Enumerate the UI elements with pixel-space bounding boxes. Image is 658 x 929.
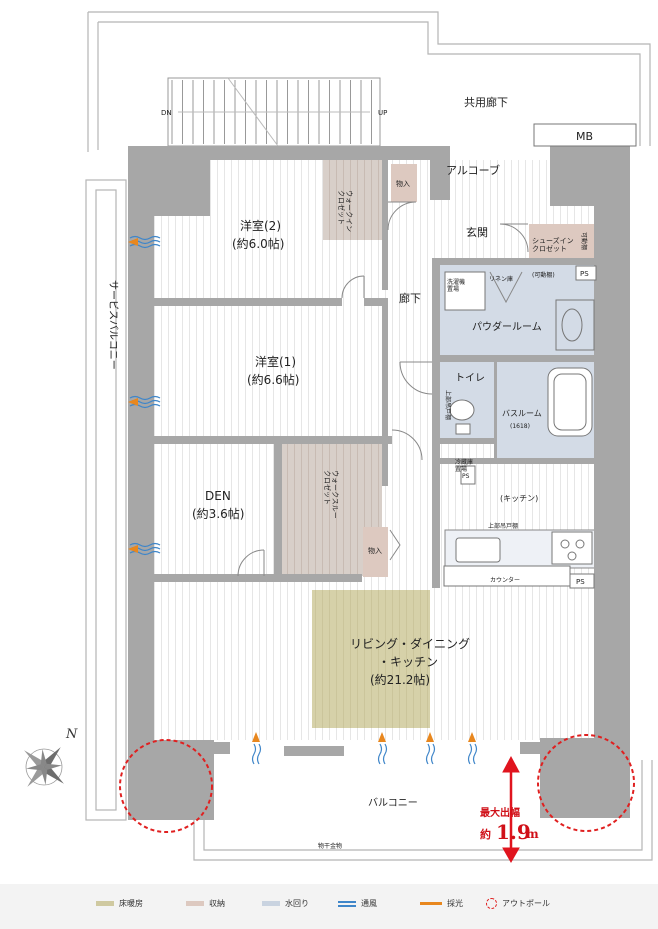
ps-label-2: PS: [462, 473, 470, 480]
bath-size-label: (1618): [510, 423, 530, 430]
stairs-up-label: UP: [378, 109, 387, 117]
western-room-2-name: 洋室(2): [240, 218, 281, 233]
legend-label: 通風: [361, 899, 377, 908]
legend-item: アウトポール: [486, 898, 550, 909]
ventilation-markers: [128, 235, 478, 765]
kitchen-label: (キッチン): [500, 494, 538, 503]
legend-label: 床暖房: [119, 899, 143, 908]
legend-label: 水回り: [285, 899, 309, 908]
legend-item: 床暖房: [96, 898, 143, 909]
bathroom-label: バスルーム: [502, 409, 542, 418]
stairs-down-label: DN: [161, 109, 172, 117]
alcove-label: アルコーブ: [446, 163, 500, 177]
ps-box-2: [460, 465, 476, 485]
legend-swatch: [262, 901, 280, 906]
legend-label: 採光: [447, 899, 463, 908]
powder-room-label: パウダールーム: [472, 320, 542, 333]
fixtures: [443, 271, 595, 587]
outpole-circle-right: [537, 734, 635, 832]
toilet-label: トイレ: [455, 373, 485, 384]
den-name: DEN: [205, 489, 231, 503]
movable-shelf-h-label: (可動棚): [532, 271, 555, 279]
floor-plan: DN UP: [24, 11, 653, 864]
legend-item: 水回り: [262, 898, 309, 909]
legend-label: アウトポール: [502, 899, 550, 908]
balcony-depth-prefix: 約: [480, 827, 491, 841]
den-size: (約3.6帖): [192, 506, 244, 521]
laundry-rail-label: 物干金物: [318, 842, 342, 850]
service-balcony-label: サービスバルコニー: [107, 280, 119, 370]
legend-item: 収納: [186, 898, 225, 909]
ps-label-1: PS: [580, 270, 589, 278]
ps-label-3: PS: [576, 578, 585, 586]
compass-north-label: N: [65, 727, 78, 742]
ventilation-wave-icon: [128, 395, 161, 409]
outpole-circle-left: [119, 739, 213, 833]
counter-label: カウンター: [490, 576, 520, 584]
shoes-closet-label: シューズインクロゼット: [532, 236, 574, 253]
floor-heating-area: [312, 590, 430, 728]
washer-label: 洗濯機置場: [447, 278, 465, 293]
legend-swatch: [96, 901, 114, 906]
exterior-outline: [85, 11, 653, 861]
ldk-sub: ・キッチン: [378, 655, 438, 669]
ldk-name: リビング・ダイニング: [350, 636, 470, 651]
western-room-1-size: (約6.6帖): [247, 372, 299, 387]
ventilation-wave-icon: [251, 732, 262, 765]
ps-box-3: [569, 573, 595, 589]
western-room-1-name: 洋室(1): [255, 354, 296, 369]
storage-top: [391, 164, 417, 202]
entrance-label: 玄関: [466, 225, 488, 239]
legend-item: 通風: [338, 898, 377, 909]
walk-in-closet: [323, 160, 383, 240]
fridge-label: 冷蔵庫置場: [455, 458, 473, 473]
storage-top-label: 物入: [396, 179, 410, 188]
ventilation-wave-icon: [425, 732, 436, 765]
legend-label: 収納: [209, 899, 225, 908]
balcony-depth-arrow: [502, 755, 520, 864]
western-room-2-size: (約6.0帖): [232, 236, 284, 251]
ventilation-wave-icon: [128, 235, 161, 249]
common-corridor-label: 共用廊下: [464, 95, 508, 109]
ldk-size: (約21.2帖): [370, 672, 430, 687]
upper-cabinet-label: 上部吊戸棚: [488, 522, 518, 530]
legend-item: 採光: [420, 898, 463, 909]
storage-mid-label: 物入: [368, 546, 382, 555]
legend: 床暖房 収納 水回り 通風 採光 アウトポール: [0, 884, 658, 929]
balcony-depth-unit: m: [526, 827, 539, 841]
toilet-shelf-label: 上部吊戸棚: [444, 390, 452, 420]
stairs: [167, 77, 381, 147]
mb-box: [533, 123, 637, 147]
linen-label: リネン庫: [489, 275, 513, 283]
wave-icon: [338, 900, 356, 907]
circle-icon: [486, 898, 497, 909]
corridor-label: 廊下: [399, 291, 421, 305]
balcony-depth-value: 1.9: [496, 820, 531, 844]
door-swings: [237, 201, 529, 577]
wtc-label: ウォークスルークロゼット: [323, 470, 339, 519]
ventilation-wave-icon: [377, 732, 388, 765]
mb-label: MB: [576, 130, 593, 143]
ventilation-wave-icon: [128, 542, 161, 556]
ventilation-wave-icon: [467, 732, 478, 765]
balcony-depth-caption: 最大出幅: [480, 806, 520, 819]
storage-mid: [363, 527, 388, 577]
wic-label: ウォークインクロゼット: [337, 190, 353, 232]
legend-swatch: [186, 901, 204, 906]
ps-box-1: [575, 265, 597, 281]
compass-rose: [24, 747, 64, 787]
balcony-label: バルコニー: [368, 797, 418, 809]
movable-shelf-v-label: 可動棚: [580, 232, 588, 250]
arrow-icon: [420, 902, 442, 905]
